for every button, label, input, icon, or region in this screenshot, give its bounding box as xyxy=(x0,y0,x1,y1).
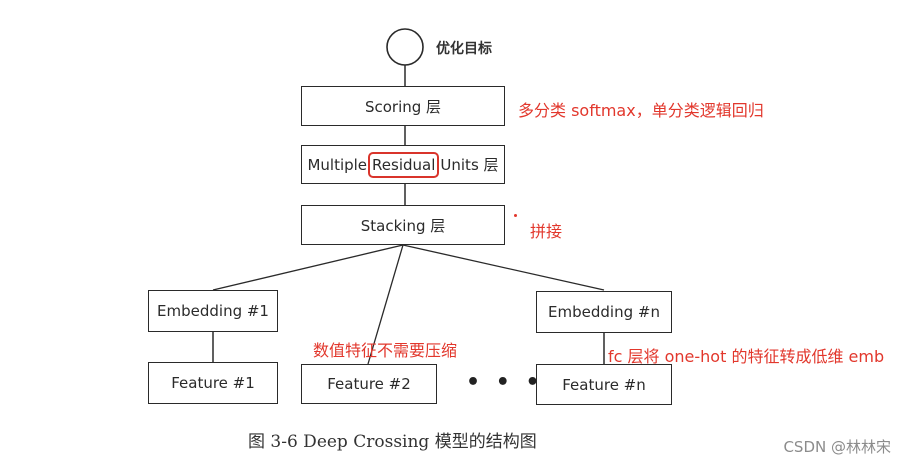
feature-n-label: Feature #n xyxy=(562,375,646,394)
watermark: CSDN @林林宋 xyxy=(783,438,891,456)
edge-stacking-embedding-n xyxy=(402,244,605,291)
feature-1-box: Feature #1 xyxy=(148,362,278,404)
scoring-layer: Scoring 层 xyxy=(301,86,505,126)
edge-stacking-embedding-1 xyxy=(212,244,404,291)
stacking-layer-label: Stacking 层 xyxy=(360,216,446,235)
numeric-annotation: 数值特征不需要压缩 xyxy=(313,341,458,360)
annotation-dot xyxy=(514,214,517,217)
feature-1-label: Feature #1 xyxy=(171,374,255,392)
objective-circle xyxy=(386,28,424,66)
stacking-annotation: 拼接 xyxy=(530,222,563,241)
objective-label: 优化目标 xyxy=(436,41,492,57)
embedding-1-box: Embedding #1 xyxy=(148,290,278,332)
embedding-n-label: Embedding #n xyxy=(548,303,660,321)
stacking-layer: Stacking 层 xyxy=(301,205,505,245)
figure-caption: 图 3-6 Deep Crossing 模型的结构图 xyxy=(248,432,537,452)
feature-2-box: Feature #2 xyxy=(301,364,437,404)
scoring-layer-label: Scoring 层 xyxy=(364,97,442,116)
embedding-n-box: Embedding #n xyxy=(536,291,672,333)
residual-label-after: Units 层 xyxy=(440,156,499,174)
ellipsis: • • • xyxy=(466,370,544,395)
scoring-annotation: 多分类 softmax，单分类逻辑回归 xyxy=(518,101,764,120)
feature-2-label: Feature #2 xyxy=(327,375,411,393)
embedding-1-label: Embedding #1 xyxy=(157,302,269,320)
residual-label-before: Multiple xyxy=(307,155,368,174)
residual-units-layer: Multiple Residual Units 层 xyxy=(301,145,505,184)
residual-highlight: Residual xyxy=(368,151,440,178)
feature-n-box: Feature #n xyxy=(536,364,672,405)
edge-stacking-feature-2 xyxy=(367,244,404,365)
embedding-annotation: fc 层将 one-hot 的特征转成低维 emb xyxy=(608,347,885,366)
